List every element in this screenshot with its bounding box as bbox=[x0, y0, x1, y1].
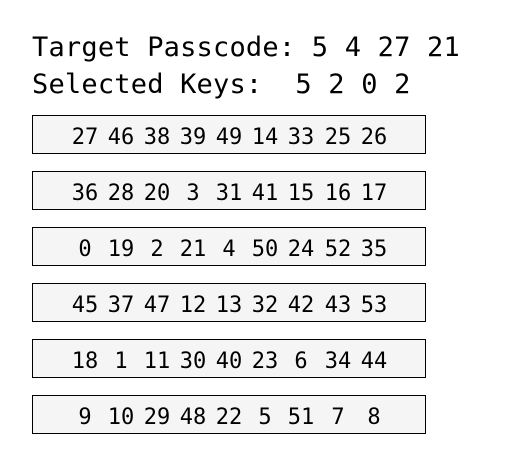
selected-keys-label: Selected Keys: bbox=[32, 69, 263, 100]
keypad-key[interactable]: 41 bbox=[251, 181, 279, 206]
selected-key: 2 bbox=[328, 69, 345, 100]
selected-key: 0 bbox=[361, 69, 378, 100]
target-passcode-line: Target Passcode: 5 4 27 21 bbox=[32, 33, 460, 63]
keypad-key[interactable]: 42 bbox=[287, 293, 315, 318]
keypad-key[interactable]: 46 bbox=[107, 125, 135, 150]
keypad-row: 27 46 38 39 49 14 33 25 26 bbox=[32, 115, 426, 154]
keypad-key[interactable]: 19 bbox=[107, 237, 135, 262]
keypad-key[interactable]: 47 bbox=[143, 293, 171, 318]
selected-key: 2 bbox=[394, 69, 411, 100]
keypad-key[interactable]: 18 bbox=[71, 349, 99, 374]
keypad-key[interactable]: 49 bbox=[215, 125, 243, 150]
keypad-key[interactable]: 8 bbox=[367, 405, 381, 430]
keypad-key[interactable]: 38 bbox=[143, 125, 171, 150]
keypad-key[interactable]: 37 bbox=[107, 293, 135, 318]
target-passcode-label: Target Passcode: bbox=[32, 32, 296, 63]
keypad-key[interactable]: 32 bbox=[251, 293, 279, 318]
keypad-key[interactable]: 26 bbox=[360, 125, 388, 150]
target-code-digit: 5 bbox=[311, 32, 329, 63]
keypad-key[interactable]: 13 bbox=[215, 293, 243, 318]
keypad-key[interactable]: 20 bbox=[143, 181, 171, 206]
keypad-key[interactable]: 23 bbox=[251, 349, 279, 374]
keypad-key[interactable]: 36 bbox=[71, 181, 99, 206]
keypad-key[interactable]: 28 bbox=[107, 181, 135, 206]
target-code-digit: 27 bbox=[377, 32, 411, 63]
keypad-key[interactable]: 1 bbox=[114, 349, 128, 374]
keypad-key[interactable]: 50 bbox=[251, 237, 279, 262]
keypad-key[interactable]: 25 bbox=[324, 125, 352, 150]
keypad-key[interactable]: 44 bbox=[360, 349, 388, 374]
selected-key: 5 bbox=[295, 69, 312, 100]
keypad-key[interactable]: 43 bbox=[324, 293, 352, 318]
keypad-key[interactable]: 11 bbox=[143, 349, 171, 374]
keypad-key[interactable]: 3 bbox=[186, 181, 200, 206]
keypad-row: 0 19 2 21 4 50 24 52 35 bbox=[32, 227, 426, 266]
keypad-key[interactable]: 31 bbox=[215, 181, 243, 206]
keypad-key[interactable]: 9 bbox=[78, 405, 92, 430]
keypad-key[interactable]: 33 bbox=[287, 125, 315, 150]
keypad-key[interactable]: 21 bbox=[179, 237, 207, 262]
keypad-key[interactable]: 29 bbox=[143, 405, 171, 430]
keypad-key[interactable]: 45 bbox=[71, 293, 99, 318]
keypad-key[interactable]: 15 bbox=[287, 181, 315, 206]
keypad-key[interactable]: 51 bbox=[287, 405, 315, 430]
keypad-key[interactable]: 6 bbox=[294, 349, 308, 374]
keypad-key[interactable]: 2 bbox=[150, 237, 164, 262]
keypad-key[interactable]: 5 bbox=[258, 405, 272, 430]
keypad-key[interactable]: 16 bbox=[324, 181, 352, 206]
keypad-key[interactable]: 40 bbox=[215, 349, 243, 374]
keypad-key[interactable]: 10 bbox=[107, 405, 135, 430]
target-code-digit: 21 bbox=[427, 32, 460, 63]
target-code-digit: 4 bbox=[344, 32, 362, 63]
keypad-row: 45 37 47 12 13 32 42 43 53 bbox=[32, 283, 426, 322]
keypad-key[interactable]: 22 bbox=[215, 405, 243, 430]
keypad-key[interactable]: 48 bbox=[179, 405, 207, 430]
keypad-row: 36 28 20 3 31 41 15 16 17 bbox=[32, 171, 426, 210]
keypad-key[interactable]: 53 bbox=[360, 293, 388, 318]
keypad-key[interactable]: 17 bbox=[360, 181, 388, 206]
keypad-key[interactable]: 24 bbox=[287, 237, 315, 262]
keypad-key[interactable]: 12 bbox=[179, 293, 207, 318]
keypad-key[interactable]: 0 bbox=[78, 237, 92, 262]
keypad-key[interactable]: 30 bbox=[179, 349, 207, 374]
selected-keys-line: Selected Keys: 5 2 0 2 bbox=[32, 70, 411, 100]
keypad-key[interactable]: 27 bbox=[71, 125, 99, 150]
keypad-key[interactable]: 52 bbox=[324, 237, 352, 262]
keypad-key[interactable]: 35 bbox=[360, 237, 388, 262]
keypad-key[interactable]: 14 bbox=[251, 125, 279, 150]
keypad-key[interactable]: 39 bbox=[179, 125, 207, 150]
keypad-key[interactable]: 34 bbox=[324, 349, 352, 374]
keypad-key[interactable]: 7 bbox=[331, 405, 345, 430]
keypad-key[interactable]: 4 bbox=[222, 237, 236, 262]
